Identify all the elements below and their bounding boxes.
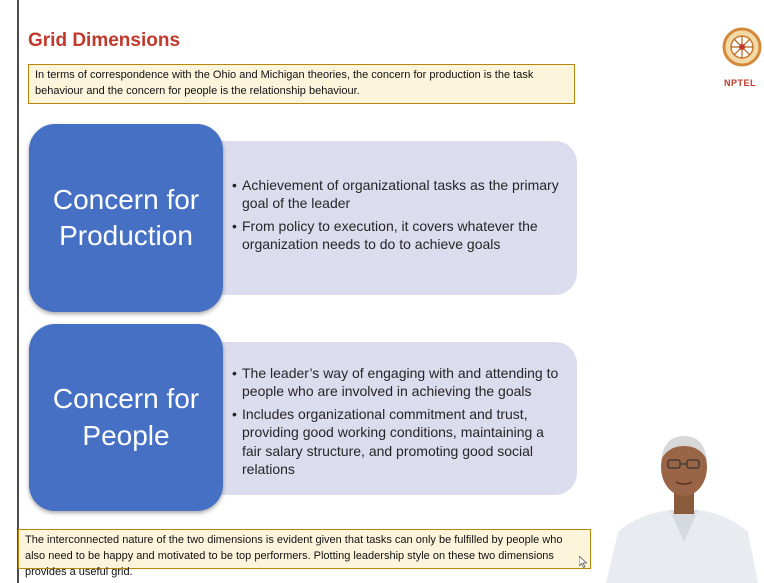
left-rule-divider <box>17 0 19 583</box>
list-item: Includes organizational commitment and t… <box>232 405 567 479</box>
presenter-video <box>598 422 764 583</box>
people-heading-line1: Concern for <box>52 383 200 415</box>
nptel-logo: NPTEL <box>720 20 764 92</box>
list-item: From policy to execution, it covers what… <box>232 217 562 254</box>
mouse-cursor-icon <box>579 556 587 568</box>
concern-for-production-card: Concern for Production <box>29 124 223 312</box>
production-heading-line2: Production <box>59 220 193 251</box>
production-heading-line1: Concern for <box>52 183 200 215</box>
nptel-logo-text: NPTEL <box>724 78 757 88</box>
production-bullet-list: Achievement of organizational tasks as t… <box>232 176 562 258</box>
slide-title: Grid Dimensions <box>28 30 181 51</box>
concern-for-people-card: Concern for People <box>29 324 223 511</box>
footer-note: The interconnected nature of the two dim… <box>18 529 591 578</box>
people-bullet-list: The leader’s way of engaging with and at… <box>232 364 567 483</box>
intro-note: In terms of correspondence with the Ohio… <box>28 64 575 104</box>
list-item: The leader’s way of engaging with and at… <box>232 364 567 401</box>
list-item: Achievement of organizational tasks as t… <box>232 176 562 213</box>
presenter-figure-icon <box>598 422 764 583</box>
nptel-wheel-icon <box>722 27 762 67</box>
people-heading-line2: People <box>82 419 170 451</box>
